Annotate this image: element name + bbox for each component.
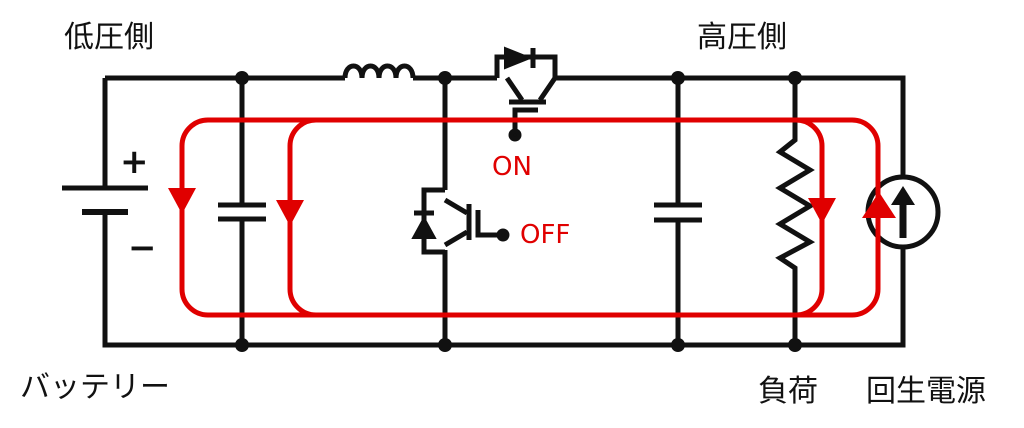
battery-icon bbox=[62, 185, 148, 215]
battery-label: バッテリー bbox=[20, 370, 170, 405]
load-resistor bbox=[775, 78, 816, 345]
arrow-down-icon bbox=[808, 198, 836, 224]
arrow-up-icon bbox=[862, 192, 896, 218]
current-arrows bbox=[168, 188, 896, 226]
plus-sign: + bbox=[120, 142, 149, 182]
arrow-down-icon bbox=[276, 200, 304, 226]
lower-igbt-icon bbox=[411, 187, 510, 255]
minus-sign: − bbox=[128, 228, 157, 268]
wires bbox=[102, 75, 906, 348]
load-label: 負荷 bbox=[758, 374, 818, 409]
inductor-icon bbox=[342, 63, 416, 79]
upper-switch-state: ON bbox=[492, 152, 532, 182]
arrow-down-icon bbox=[168, 188, 196, 214]
low-side-label: 低圧側 bbox=[64, 20, 154, 55]
junction-nodes bbox=[235, 71, 802, 352]
upper-igbt-icon bbox=[494, 46, 558, 142]
capacitor-icon bbox=[218, 202, 266, 222]
high-side-label: 高圧側 bbox=[697, 20, 787, 55]
lower-switch-state: OFF bbox=[520, 220, 571, 250]
regen-source-label: 回生電源 bbox=[866, 374, 986, 409]
capacitor-icon bbox=[654, 202, 702, 223]
